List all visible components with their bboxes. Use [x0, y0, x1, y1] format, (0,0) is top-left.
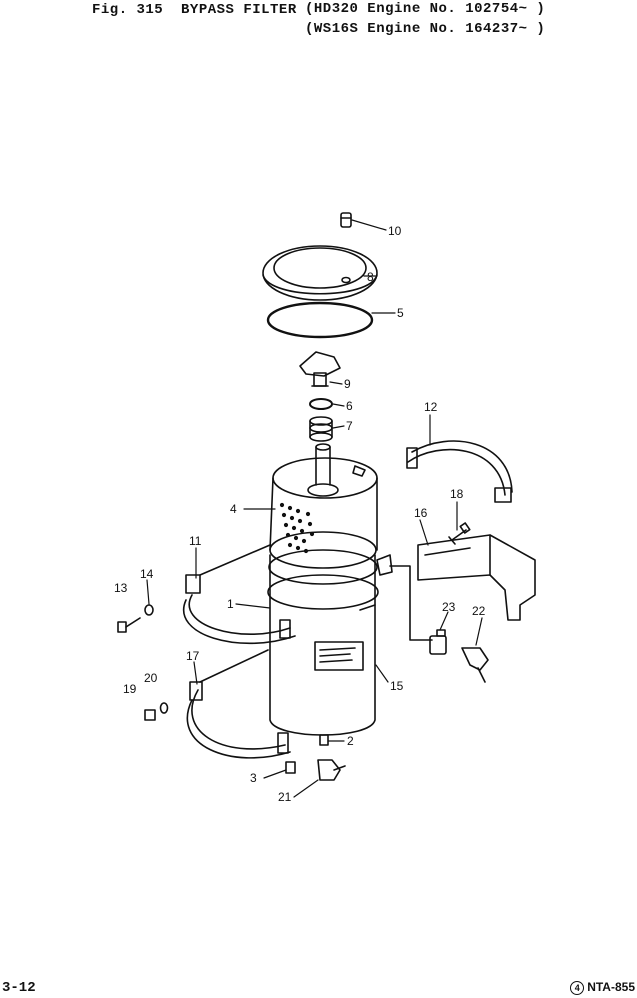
part-6-ring — [309, 398, 333, 410]
callout-11: 11 — [189, 534, 202, 548]
part-7-spring — [309, 416, 333, 442]
part-13-bolt — [117, 617, 141, 633]
part-18-bolt — [448, 522, 471, 545]
part-22-elbow — [461, 647, 489, 683]
callout-23: 23 — [442, 600, 456, 614]
callout-17: 17 — [186, 649, 200, 663]
part-20-washer — [159, 702, 169, 714]
page-number: 3-12 — [2, 980, 36, 996]
callout-4: 4 — [230, 502, 237, 516]
center-tube — [307, 443, 339, 497]
callout-18: 18 — [450, 487, 464, 501]
part-14-washer — [144, 604, 154, 616]
part-9-spring-plate — [299, 351, 341, 387]
part-8-cover — [262, 245, 378, 301]
callout-1: 1 — [227, 597, 234, 611]
callout-15: 15 — [390, 679, 404, 693]
callout-14: 14 — [140, 567, 154, 581]
callout-2: 2 — [347, 734, 354, 748]
callout-20: 20 — [144, 671, 158, 685]
part-11-band — [183, 544, 296, 645]
callout-6: 6 — [346, 399, 353, 413]
part-21-elbow — [317, 759, 346, 781]
callout-10: 10 — [388, 224, 402, 238]
part-19-nut — [144, 709, 156, 721]
callout-22: 22 — [472, 604, 486, 618]
callout-13: 13 — [114, 581, 128, 595]
callout-21: 21 — [278, 790, 292, 804]
part-5-oring — [266, 301, 374, 339]
engine-range-1: (HD320 Engine No. 102754~ ) — [305, 1, 546, 17]
part-4-element — [269, 457, 378, 569]
revision-circle: 4 — [570, 981, 585, 995]
callout-8: 8 — [367, 270, 374, 284]
document-code-text: NTA-855 — [587, 980, 635, 994]
callout-12: 12 — [424, 400, 438, 414]
callout-3: 3 — [250, 771, 257, 785]
callout-5: 5 — [397, 306, 404, 320]
part-16-bracket — [417, 534, 536, 621]
engine-range-2: (WS16S Engine No. 164237~ ) — [305, 21, 546, 37]
part-1-body — [267, 549, 379, 736]
callout-7: 7 — [346, 419, 353, 433]
callouts: 10 8 5 9 6 7 12 4 18 16 11 14 13 1 23 22… — [114, 224, 486, 804]
part-3-plug — [285, 761, 296, 774]
callout-16: 16 — [414, 506, 428, 520]
leader-lines — [146, 219, 483, 798]
part-23-connector — [429, 629, 447, 655]
callout-9: 9 — [344, 377, 351, 391]
part-15-line — [359, 565, 433, 641]
part-10-bolt — [340, 212, 352, 228]
callout-19: 19 — [123, 682, 137, 696]
part-12-band — [376, 440, 513, 576]
figure-title: Fig. 315 BYPASS FILTER — [92, 2, 297, 18]
part-2-plug — [319, 734, 329, 746]
part-17-band — [186, 649, 291, 759]
